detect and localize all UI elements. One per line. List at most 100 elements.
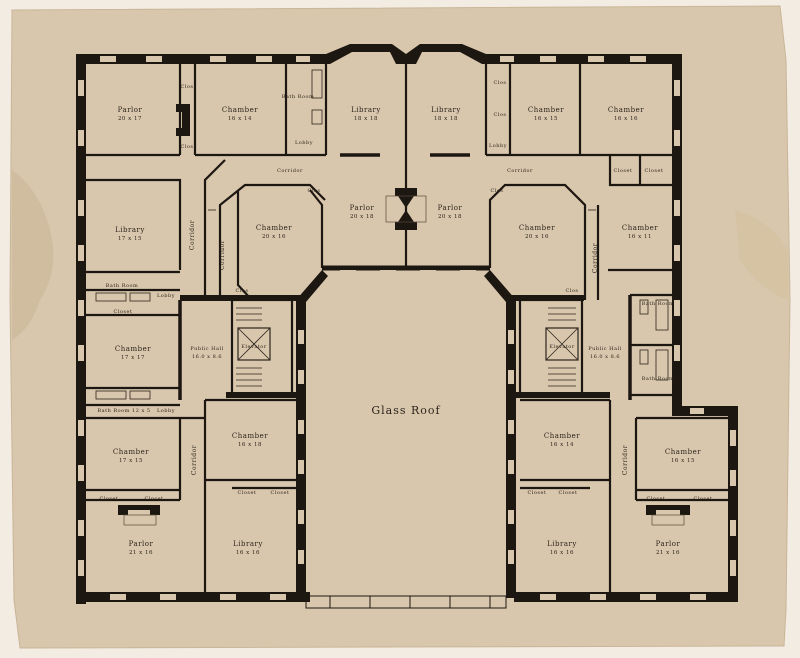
room-label: Chamber bbox=[544, 432, 580, 440]
room-label: Parlor bbox=[129, 540, 154, 548]
room-dim: 16.0 x 8.6 bbox=[192, 354, 222, 360]
room-label: Library bbox=[351, 106, 381, 114]
closet-label: Closet bbox=[238, 490, 257, 496]
closet-label: Closet bbox=[528, 490, 547, 496]
room-dim: 16 x 16 bbox=[550, 550, 574, 556]
room-dim: 20 x 17 bbox=[118, 116, 142, 122]
lobby-label: Lobby bbox=[489, 143, 507, 149]
room-dim: 20 x 16 bbox=[525, 234, 549, 240]
room-dim: 20 x 18 bbox=[438, 214, 462, 220]
room-label: Library bbox=[431, 106, 461, 114]
room-dim: 21 x 16 bbox=[129, 550, 153, 556]
closet-label: Closet bbox=[645, 168, 664, 174]
room-label: Public Hall bbox=[190, 346, 223, 352]
windows bbox=[78, 56, 736, 600]
room-label: Chamber bbox=[222, 106, 258, 114]
room-dim: 16 x 14 bbox=[550, 442, 574, 448]
room-label: Parlor bbox=[350, 204, 375, 212]
stairs-west bbox=[236, 307, 262, 387]
closet-label: Closet bbox=[614, 168, 633, 174]
corridor-label: Corridor bbox=[277, 168, 303, 174]
hearths bbox=[123, 195, 685, 526]
bath-room-label: Bath Room bbox=[282, 94, 315, 100]
room-dim: 18 x 18 bbox=[434, 116, 458, 122]
glass-roof-label: Glass Roof bbox=[371, 404, 440, 417]
closet-label: Clos bbox=[493, 112, 506, 118]
elevator-label: Elevator bbox=[241, 344, 267, 350]
closet-label: Clos bbox=[493, 80, 506, 86]
room-label: Chamber bbox=[115, 345, 151, 353]
closet-label: Clos bbox=[490, 188, 503, 194]
elevator-label: Elevator bbox=[549, 344, 575, 350]
room-dim: 16 x 16 bbox=[236, 550, 260, 556]
room-label: Library bbox=[233, 540, 263, 548]
room-dim: 16 x 14 bbox=[228, 116, 252, 122]
bath-room-label: Bath Room 12 x 5 bbox=[97, 408, 150, 414]
paper-stain-right bbox=[735, 210, 788, 300]
room-label: Chamber bbox=[232, 432, 268, 440]
room-dim: 16 x 15 bbox=[534, 116, 558, 122]
room-label: Library bbox=[115, 226, 145, 234]
closet-label: Closet bbox=[647, 496, 666, 502]
corridor-label: Corridor bbox=[507, 168, 533, 174]
closet-label: Closet bbox=[114, 309, 133, 315]
closet-label: Closet bbox=[100, 496, 119, 502]
stairs-east bbox=[548, 307, 576, 387]
room-dim: 16 x 18 bbox=[238, 442, 262, 448]
lobby-label: Lobby bbox=[157, 408, 175, 414]
room-labels: Parlor 20 x 17 Chamber 16 x 14 Library 1… bbox=[113, 106, 701, 556]
room-label: Chamber bbox=[256, 224, 292, 232]
paper-stain bbox=[12, 170, 54, 340]
room-label: Chamber bbox=[622, 224, 658, 232]
room-dim: 21 x 16 bbox=[656, 550, 680, 556]
bath-room-label: Bath Room bbox=[642, 301, 675, 307]
closet-label: Closet bbox=[694, 496, 713, 502]
room-dim: 17 x 15 bbox=[119, 458, 143, 464]
court-south-edge bbox=[305, 595, 507, 609]
room-label: Chamber bbox=[528, 106, 564, 114]
service-labels: Corridor Corridor Corridor Corridor Corr… bbox=[97, 80, 712, 502]
corridor-label-vertical: Corridor bbox=[189, 220, 196, 250]
closet-label: Clos bbox=[180, 84, 193, 90]
room-dim: 17 x 17 bbox=[121, 355, 145, 361]
closet-label: Closet bbox=[271, 490, 290, 496]
room-dim: 16.0 x 8.6 bbox=[590, 354, 620, 360]
outer-walls bbox=[76, 44, 738, 604]
room-label: Chamber bbox=[519, 224, 555, 232]
corridor-label-vertical: Corridor bbox=[191, 445, 198, 475]
lobby-label: Lobby bbox=[157, 293, 175, 299]
closet-label: Clos bbox=[565, 288, 578, 294]
room-dim: 20 x 16 bbox=[262, 234, 286, 240]
room-label: Parlor bbox=[656, 540, 681, 548]
bath-room-label: Bath Room bbox=[642, 376, 675, 382]
room-dim: 16 x 15 bbox=[671, 458, 695, 464]
room-dim: 16 x 11 bbox=[628, 234, 652, 240]
room-label: Chamber bbox=[608, 106, 644, 114]
room-dim: 17 x 15 bbox=[118, 236, 142, 242]
corridor-label-vertical: Corridor bbox=[622, 445, 629, 475]
room-dim: 16 x 16 bbox=[614, 116, 638, 122]
closet-label: Clos bbox=[180, 144, 193, 150]
closet-label: Closet bbox=[559, 490, 578, 496]
fireplaces bbox=[118, 104, 690, 515]
room-dim: 18 x 18 bbox=[354, 116, 378, 122]
room-label: Parlor bbox=[118, 106, 143, 114]
room-label: Chamber bbox=[665, 448, 701, 456]
corridor-label-vertical: Corridor bbox=[219, 240, 226, 270]
room-label: Public Hall bbox=[588, 346, 621, 352]
lobby-label: Lobby bbox=[295, 140, 313, 146]
court-windows bbox=[298, 270, 514, 564]
room-label: Parlor bbox=[438, 204, 463, 212]
fixtures bbox=[95, 69, 669, 400]
room-label: Library bbox=[547, 540, 577, 548]
closet-label: Clos bbox=[235, 288, 248, 294]
room-label: Chamber bbox=[113, 448, 149, 456]
closet-label: Closet bbox=[145, 496, 164, 502]
corridor-label-vertical: Corridor bbox=[592, 243, 599, 273]
room-dim: 20 x 18 bbox=[350, 214, 374, 220]
bath-room-label: Bath Room bbox=[106, 283, 139, 289]
inner-walls bbox=[86, 64, 728, 592]
closet-label: Clos bbox=[307, 188, 320, 194]
